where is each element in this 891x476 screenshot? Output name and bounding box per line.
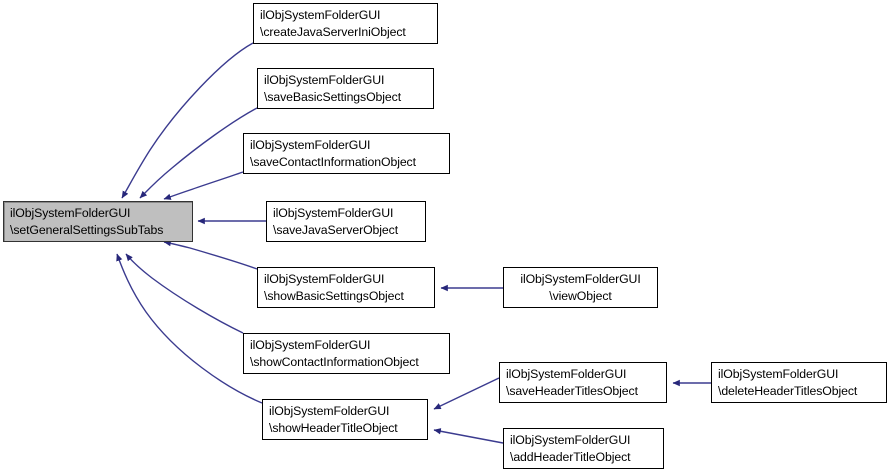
edge-saveContactInformationObject-to-setGeneralSettingsSubTabs: [163, 171, 244, 200]
node-label-line2: \showHeaderTitleObject: [269, 420, 398, 435]
edge-showContactInformationObject-to-setGeneralSettingsSubTabs: [125, 253, 244, 334]
node-label-line2: \deleteHeaderTitlesObject: [718, 383, 858, 398]
node-show-header-title-object[interactable]: ilObjSystemFolderGUI \showHeaderTitleObj…: [262, 399, 428, 440]
node-label-line1: ilObjSystemFolderGUI: [260, 7, 381, 22]
node-label-line1: ilObjSystemFolderGUI: [250, 337, 371, 352]
node-add-header-title-object[interactable]: ilObjSystemFolderGUI \addHeaderTitleObje…: [503, 428, 664, 469]
node-label-line2: \saveBasicSettingsObject: [264, 89, 402, 104]
node-show-basic-settings-object[interactable]: ilObjSystemFolderGUI \showBasicSettingsO…: [257, 267, 435, 308]
node-label-line2: \saveJavaServerObject: [273, 222, 399, 237]
node-save-contact-information-object[interactable]: ilObjSystemFolderGUI \saveContactInforma…: [243, 133, 450, 174]
node-label-line1: ilObjSystemFolderGUI: [520, 271, 641, 286]
edge-saveBasicSettingsObject-to-setGeneralSettingsSubTabs: [139, 107, 258, 199]
node-label-line2: \viewObject: [549, 288, 612, 303]
node-save-basic-settings-object[interactable]: ilObjSystemFolderGUI \saveBasicSettingsO…: [257, 68, 434, 109]
node-label-line2: \addHeaderTitleObject: [510, 449, 631, 464]
node-label-line2: \setGeneralSettingsSubTabs: [10, 222, 164, 237]
node-set-general-settings-sub-tabs[interactable]: ilObjSystemFolderGUI \setGeneralSettings…: [3, 201, 193, 242]
node-label-line1: ilObjSystemFolderGUI: [269, 403, 390, 418]
node-create-java-server-ini-object[interactable]: ilObjSystemFolderGUI \createJavaServerIn…: [253, 3, 438, 44]
edge-showHeaderTitleObject-to-setGeneralSettingsSubTabs: [116, 253, 263, 404]
node-save-header-titles-object[interactable]: ilObjSystemFolderGUI \saveHeaderTitlesOb…: [499, 362, 667, 403]
node-label-line1: ilObjSystemFolderGUI: [718, 366, 839, 381]
node-label-line1: ilObjSystemFolderGUI: [10, 205, 131, 220]
node-label-line1: ilObjSystemFolderGUI: [506, 366, 627, 381]
node-label-line1: ilObjSystemFolderGUI: [273, 205, 394, 220]
node-delete-header-titles-object[interactable]: ilObjSystemFolderGUI \deleteHeaderTitles…: [711, 362, 887, 403]
node-label-line1: ilObjSystemFolderGUI: [250, 137, 371, 152]
edge-saveHeaderTitlesObject-to-showHeaderTitleObject: [433, 377, 500, 410]
node-label-line2: \showContactInformationObject: [250, 354, 419, 369]
node-label-line1: ilObjSystemFolderGUI: [264, 72, 385, 87]
edge-addHeaderTitleObject-to-showHeaderTitleObject: [433, 428, 504, 444]
node-label-line2: \saveHeaderTitlesObject: [506, 383, 638, 398]
node-show-contact-information-object[interactable]: ilObjSystemFolderGUI \showContactInforma…: [243, 333, 450, 374]
node-label-line2: \showBasicSettingsObject: [264, 288, 404, 303]
node-label-line2: \saveContactInformationObject: [250, 154, 416, 169]
node-label-line1: ilObjSystemFolderGUI: [264, 271, 385, 286]
edge-showBasicSettingsObject-to-setGeneralSettingsSubTabs: [163, 239, 258, 270]
node-view-object[interactable]: ilObjSystemFolderGUI \viewObject: [503, 267, 658, 308]
node-label-line2: \createJavaServerIniObject: [260, 24, 406, 39]
edge-createJavaServerIniObject-to-setGeneralSettingsSubTabs: [121, 42, 254, 199]
node-label-line1: ilObjSystemFolderGUI: [510, 432, 631, 447]
node-save-java-server-object[interactable]: ilObjSystemFolderGUI \saveJavaServerObje…: [266, 201, 426, 242]
